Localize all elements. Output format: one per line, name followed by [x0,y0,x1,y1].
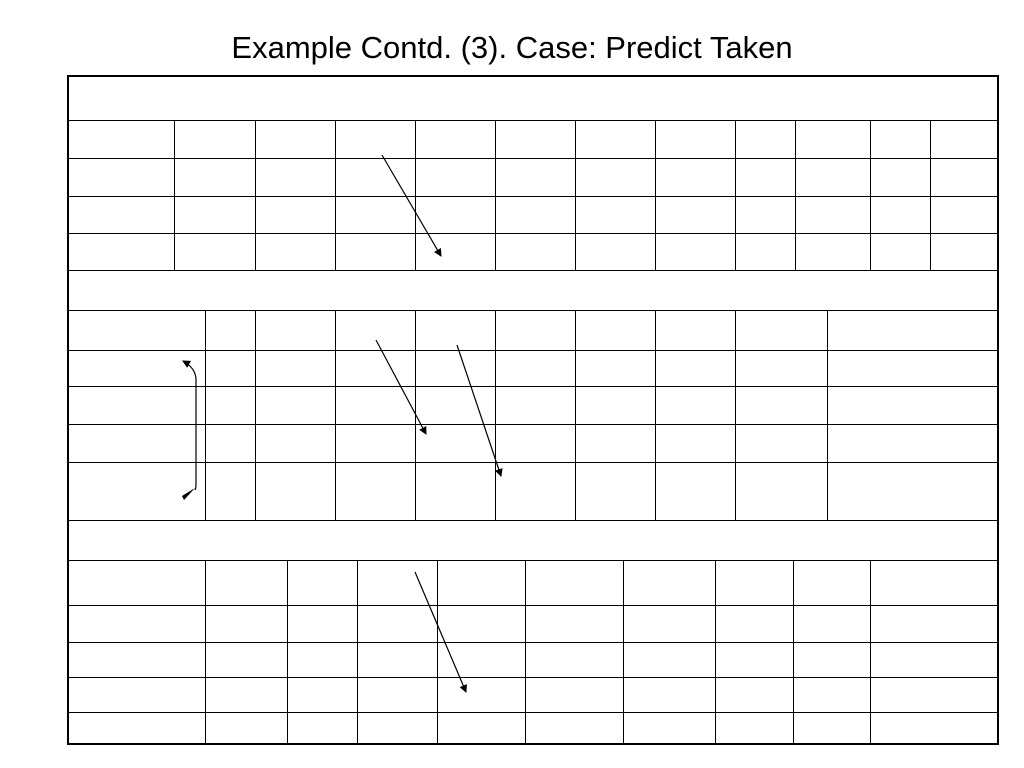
column-divider [575,350,576,520]
column-divider [575,120,576,270]
row-divider [67,677,999,678]
row-divider [67,196,999,197]
column-divider [715,560,716,744]
column-divider [870,120,871,270]
column-divider [255,350,256,520]
column-divider [255,310,256,350]
column-divider [735,350,736,520]
column-divider [930,120,931,270]
taken-ta-to-target-arrow [414,571,467,693]
row-divider [67,233,999,234]
recall-bracket-arrow [182,360,197,491]
column-divider [525,560,526,744]
column-divider [287,560,288,744]
row-divider [67,350,999,351]
row-divider [67,605,999,606]
column-divider [793,560,794,744]
recall-bracket-arrowhead [182,488,195,500]
nt-ta-to-target-arrow [375,339,427,435]
column-divider [205,560,206,744]
column-divider [827,350,828,520]
row-divider [67,712,999,713]
column-divider [655,350,656,520]
column-divider [437,560,438,744]
column-divider [795,120,796,270]
jump-ta-to-target-arrow [381,154,442,257]
column-divider [735,120,736,270]
column-divider [415,350,416,520]
column-divider [357,560,358,744]
row-divider [67,424,999,425]
column-divider [495,310,496,350]
column-divider [655,310,656,350]
column-divider [575,310,576,350]
column-divider [735,310,736,350]
column-divider [495,120,496,270]
column-divider [255,120,256,270]
column-divider [335,310,336,350]
row-divider [67,560,999,561]
column-divider [205,350,206,520]
column-divider [495,350,496,520]
column-divider [174,120,175,270]
column-divider [870,560,871,744]
pipeline-table-frame [67,75,999,745]
row-divider [67,642,999,643]
row-divider [67,120,999,121]
row-divider [67,158,999,159]
column-divider [623,560,624,744]
column-divider [205,310,206,350]
column-divider [827,310,828,350]
row-divider [67,386,999,387]
slide-title: Example Contd. (3). Case: Predict Taken [231,30,793,65]
column-divider [655,120,656,270]
row-divider [67,520,999,521]
row-divider [67,270,999,271]
column-divider [415,120,416,270]
row-divider [67,462,999,463]
column-divider [335,120,336,270]
row-divider [67,310,999,311]
nt-bc-to-recall-arrow [456,344,503,477]
column-divider [415,310,416,350]
column-divider [335,350,336,520]
